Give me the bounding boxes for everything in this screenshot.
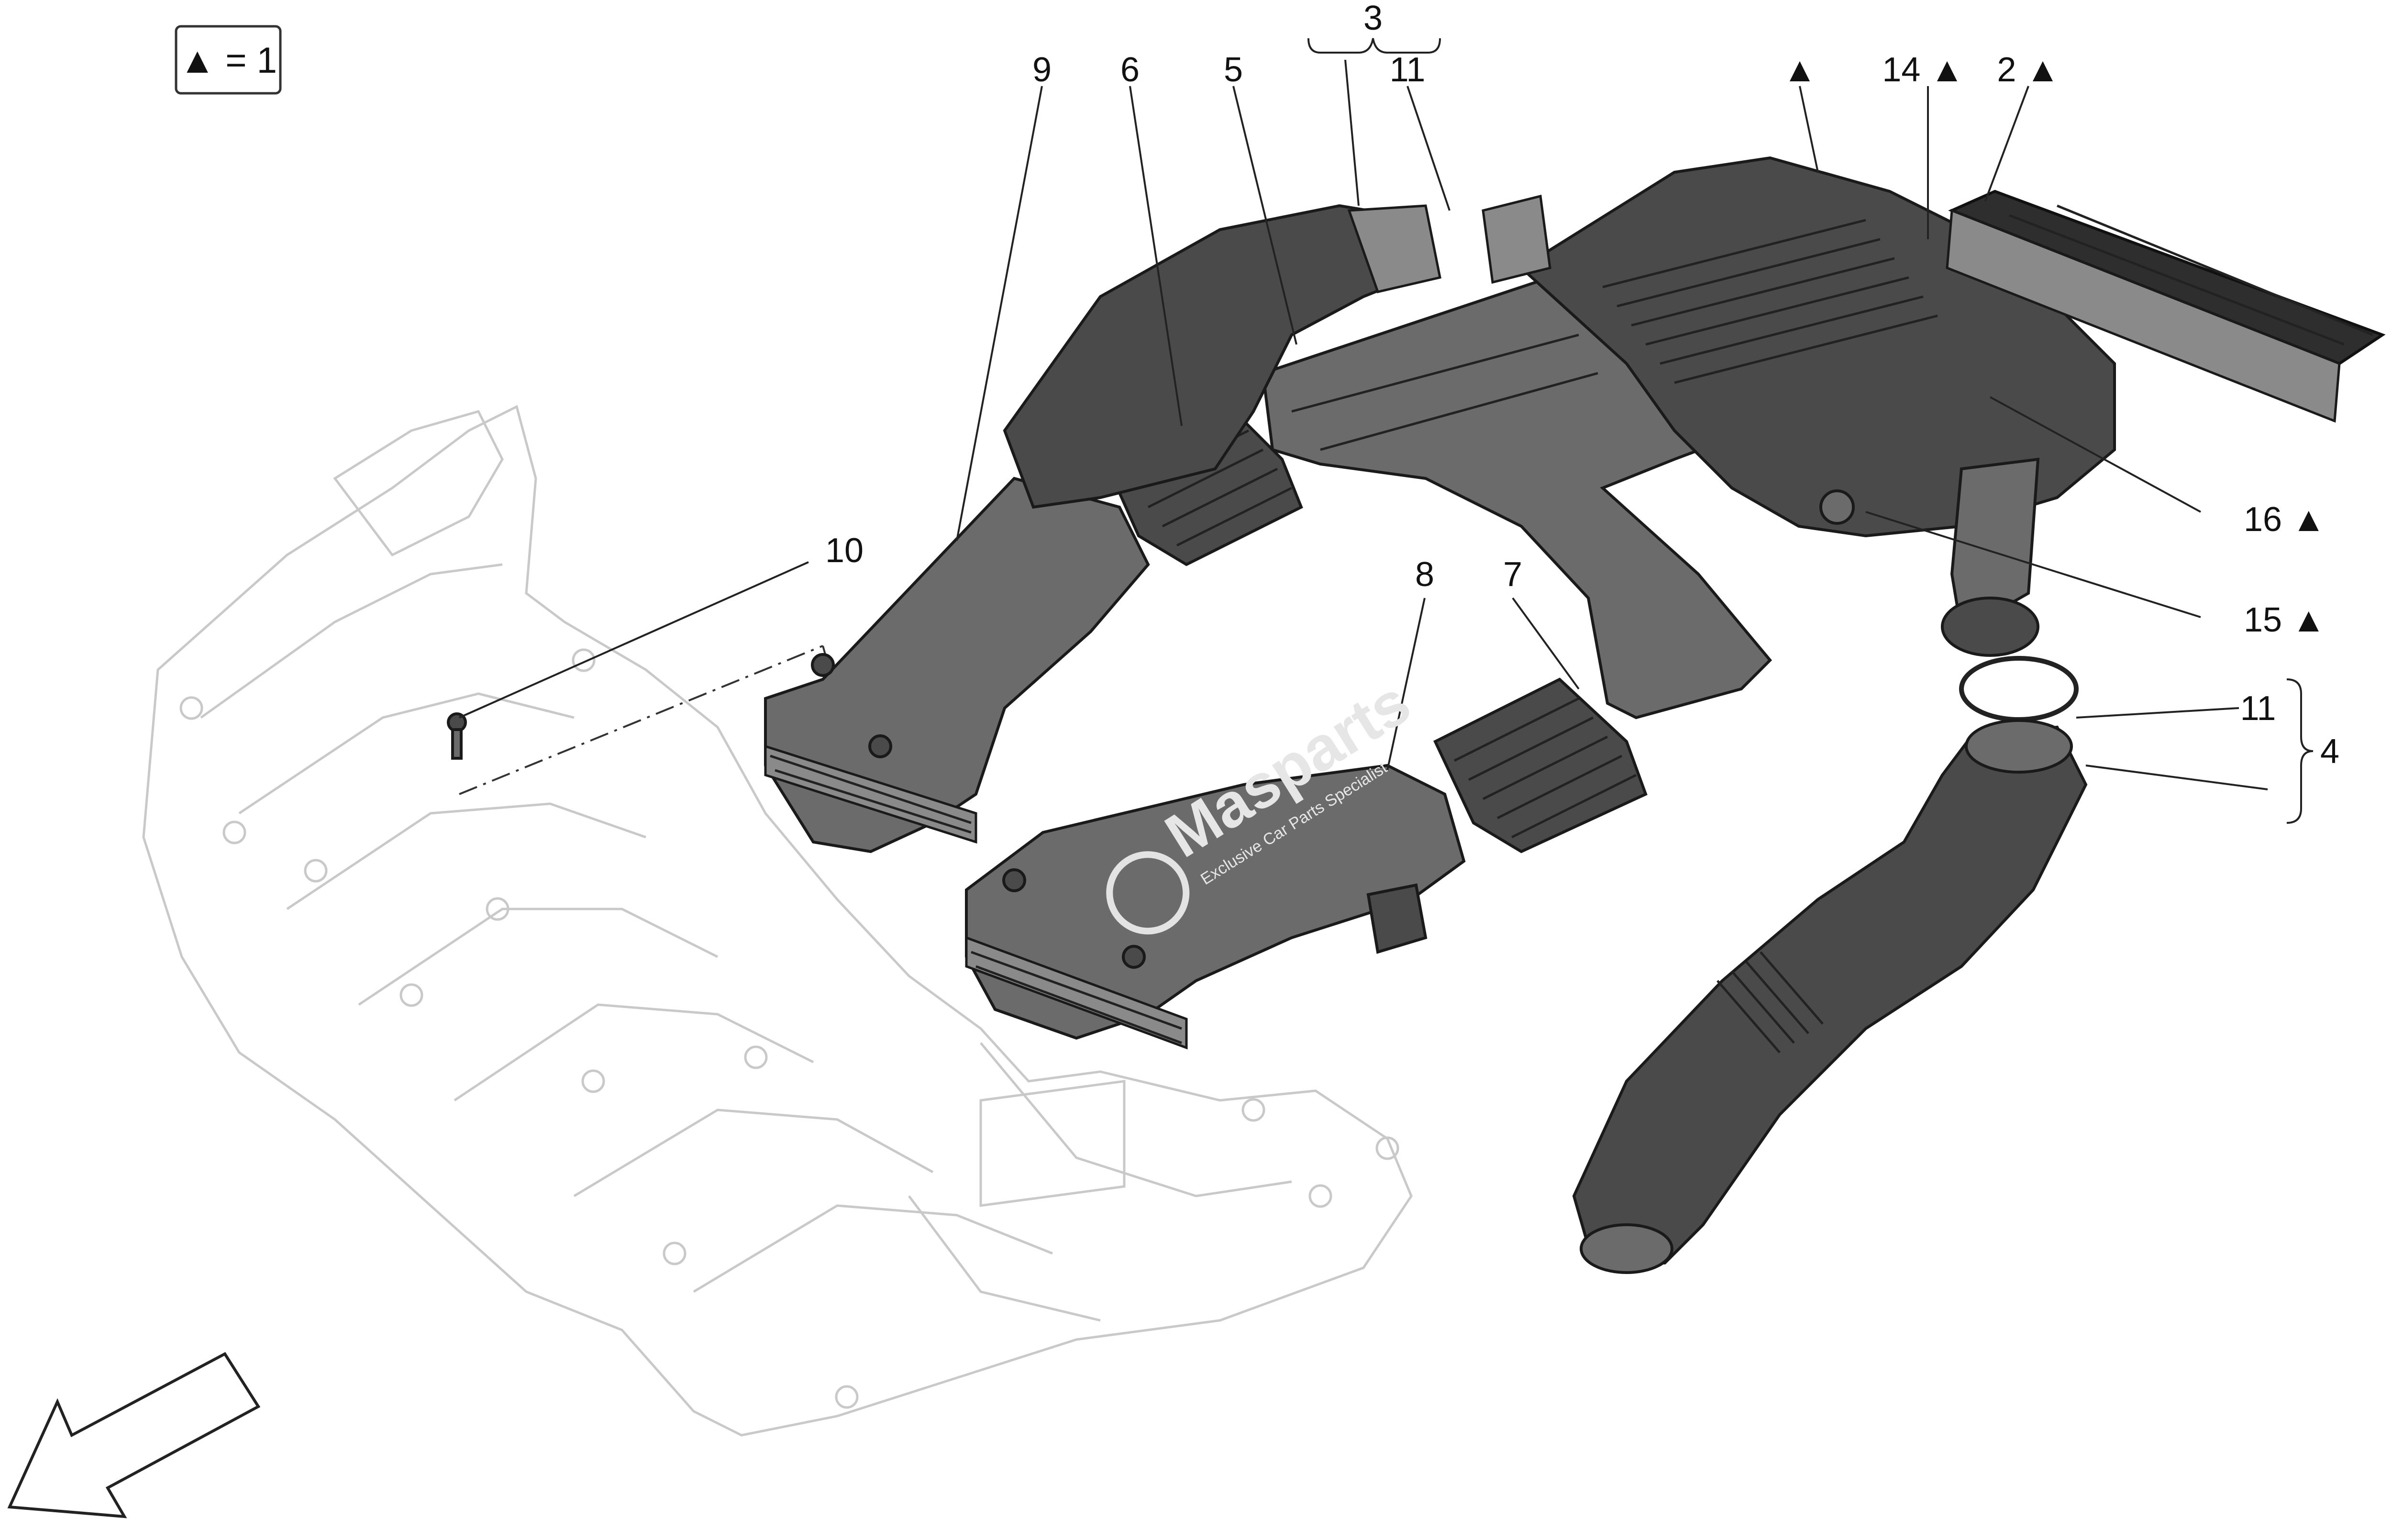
leader-lines [459,38,2314,824]
upper-left-duct [1003,204,1441,509]
callout-triangle-top: ▲ [1783,51,1816,89]
callout-10: 10 [825,532,864,570]
callout-5: 5 [1224,51,1243,89]
callout-14: 14 ▲ [1882,51,1964,89]
callout-3: 3 [1363,0,1383,37]
callout-15: 15 ▲ [2244,601,2326,639]
direction-arrow-icon [7,1352,261,1518]
left-scoop-duct [764,476,1150,853]
callout-11-top: 11 [1390,51,1426,89]
air-filter [1946,189,2386,423]
callout-2: 2 ▲ [1997,51,2060,89]
watermark-logo-icon [1106,851,1190,935]
chassis-frame [142,405,1413,1437]
callout-6: 6 [1120,51,1140,89]
legend-box: ▲ = 1 [175,25,282,95]
clamp-ring [1959,656,2079,722]
right-scoop-duct [965,764,1466,1050]
callout-7: 7 [1503,555,1522,594]
callout-11-right: 11 [2240,689,2276,728]
callout-8: 8 [1415,555,1434,594]
callout-16: 16 ▲ [2244,500,2326,539]
lower-hose [1572,719,2088,1274]
bellows-7 [1433,677,1648,853]
callout-4: 4 [2320,732,2339,771]
legend-text: ▲ = 1 [179,40,277,81]
callout-9: 9 [1032,51,1052,89]
bolt-10 [447,712,467,760]
callout-labels: 9 6 5 3 11 ▲ 14 ▲ 2 ▲ 16 ▲ 15 ▲ 10 8 7 1… [825,0,2339,771]
airbox-outlet [1941,457,2040,657]
